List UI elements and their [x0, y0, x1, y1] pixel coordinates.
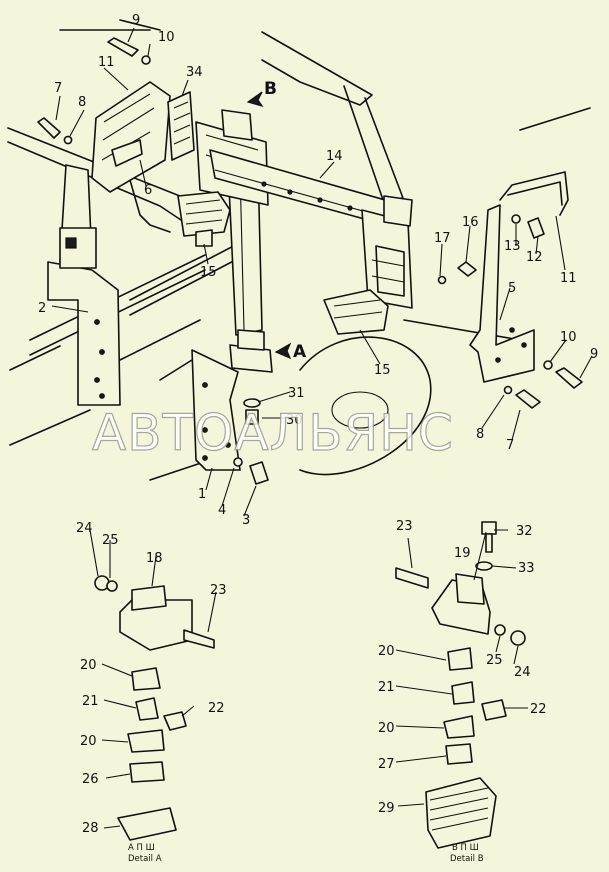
callout-21: 21: [378, 680, 395, 695]
callout-20: 20: [378, 721, 395, 736]
right-hook-bracket-11: [499, 171, 569, 216]
callout-29: 29: [378, 801, 395, 816]
detail-a-code: A П Ш: [128, 843, 155, 853]
callout-24: 24: [514, 665, 531, 680]
callout-9: 9: [590, 347, 598, 362]
lower-bracket-1: [191, 349, 241, 471]
bolt-9-upper: [107, 37, 151, 65]
mount-a: [229, 329, 273, 373]
spring-mount-15-right: [323, 289, 389, 335]
callout-24: 24: [76, 521, 93, 536]
callout-17: 17: [434, 231, 451, 246]
watermark: АВТОАЛЬЯНС: [92, 404, 454, 462]
detail-b-code: B П Ш: [452, 843, 479, 853]
callout-15: 15: [374, 363, 391, 378]
callout-labels: 9 10 11 34 7 8 6 14 16 17 13 12 11 2 15 …: [38, 13, 598, 836]
callout-2: 2: [38, 301, 46, 316]
callout-21: 21: [82, 694, 99, 709]
bolt-7-upper: [37, 117, 73, 145]
callout-32: 32: [516, 524, 533, 539]
callout-23: 23: [210, 583, 227, 598]
callout-7: 7: [506, 438, 514, 453]
callout-1: 1: [198, 487, 206, 502]
callout-23: 23: [396, 519, 413, 534]
cab-body-outline: [7, 19, 591, 481]
callout-22: 22: [530, 702, 547, 717]
callout-19: 19: [454, 546, 471, 561]
callout-33: 33: [518, 561, 535, 576]
fuel-drum: [299, 336, 432, 476]
callout-18: 18: [146, 551, 163, 566]
detail-a-group: [89, 529, 217, 841]
view-marker-b: B: [264, 79, 277, 99]
spacer-stack-34: [167, 91, 195, 161]
callout-20: 20: [80, 658, 97, 673]
callout-15: 15: [200, 265, 217, 280]
detail-a-label: Detail A: [128, 854, 162, 864]
fasteners-lower: [233, 398, 269, 485]
callout-6: 6: [144, 183, 152, 198]
callout-3: 3: [242, 513, 250, 528]
right-mount: [361, 195, 413, 309]
view-arrow-a: [274, 342, 292, 360]
callout-26: 26: [82, 772, 99, 787]
callout-7: 7: [54, 81, 62, 96]
callout-31: 31: [288, 386, 305, 401]
detail-b-group: [395, 521, 528, 849]
callout-8: 8: [78, 95, 86, 110]
callout-5: 5: [508, 281, 516, 296]
callout-16: 16: [462, 215, 479, 230]
callout-34: 34: [186, 65, 203, 80]
fasteners-right: [437, 214, 583, 409]
callout-4: 4: [218, 503, 226, 518]
callout-13: 13: [504, 239, 521, 254]
upper-bracket-11: [91, 81, 171, 193]
callout-25: 25: [486, 653, 503, 668]
callout-11: 11: [98, 55, 115, 70]
callout-20: 20: [80, 734, 97, 749]
callout-8: 8: [476, 427, 484, 442]
view-arrow-b: [246, 91, 264, 108]
callout-20: 20: [378, 644, 395, 659]
callout-25: 25: [102, 533, 119, 548]
callout-10: 10: [158, 30, 175, 45]
callout-10: 10: [560, 330, 577, 345]
left-mount-bracket: [47, 164, 121, 406]
callout-28: 28: [82, 821, 99, 836]
callout-9: 9: [132, 13, 140, 28]
detail-b-label: Detail B: [450, 854, 484, 864]
view-marker-a: A: [293, 342, 307, 362]
right-plate-5: [469, 204, 535, 383]
callout-22: 22: [208, 701, 225, 716]
callout-12: 12: [526, 250, 543, 265]
callout-11: 11: [560, 271, 577, 286]
leader-lines: [51, 27, 593, 517]
callout-14: 14: [326, 149, 343, 164]
callout-30: 30: [286, 413, 303, 428]
callout-27: 27: [378, 757, 395, 772]
spring-mount-15-left: [177, 191, 231, 247]
